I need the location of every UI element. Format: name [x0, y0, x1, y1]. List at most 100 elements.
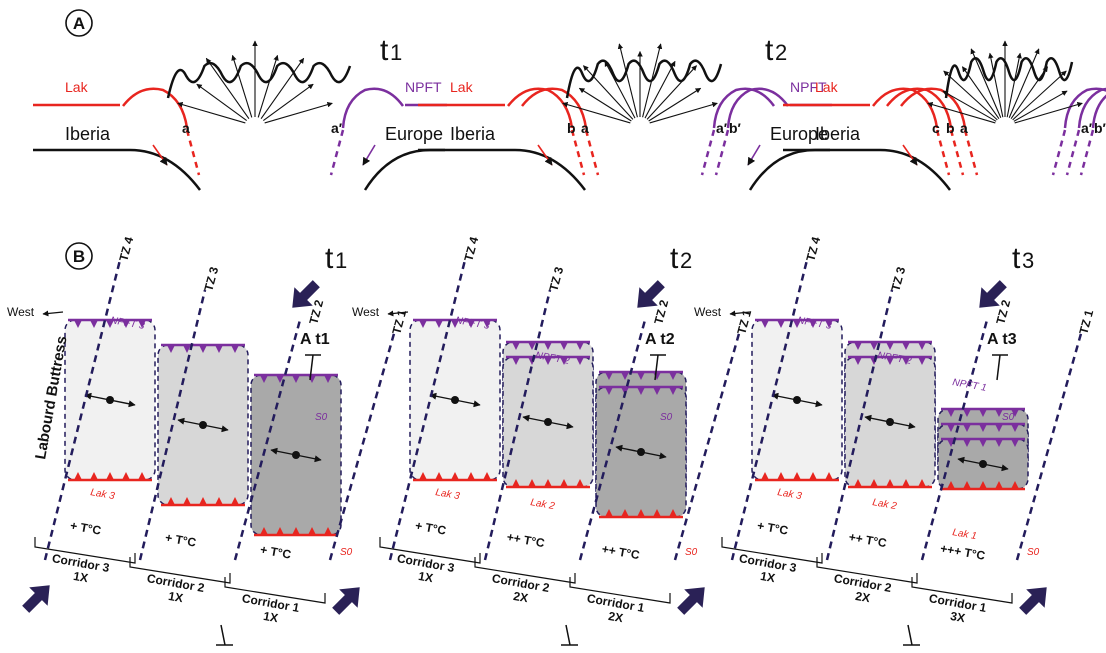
thrust-tooth [637, 509, 645, 517]
thrust-tooth [560, 357, 568, 365]
time-subscript: 2 [775, 40, 787, 65]
thrust-letter-left: b [946, 120, 955, 136]
thrust-tooth [512, 357, 520, 365]
transfer-zone-line [138, 289, 207, 561]
s0-bottom: S0 [1027, 547, 1040, 558]
transfer-zone-line [825, 289, 894, 561]
time-letter: t [765, 34, 774, 67]
arrow-shape [979, 280, 1007, 308]
npft-thrust-dashed [1079, 129, 1095, 176]
thrust-tooth [106, 320, 114, 328]
lak-thrust [521, 87, 588, 129]
tz-label: TZ 4 [461, 235, 481, 263]
exhumation-arrow [1012, 70, 1067, 121]
corridor-bracket [34, 537, 136, 564]
thrust-tooth [231, 497, 239, 505]
thrust-tooth [90, 472, 98, 480]
thrust-tooth [276, 375, 284, 383]
compression-arrow-top [292, 280, 320, 308]
exhumation-arrow [262, 83, 314, 121]
europe-label: Europe [770, 124, 828, 144]
transfer-zone-line [233, 319, 302, 561]
europe-label: Europe [385, 124, 443, 144]
thrust-letter-right: b′ [729, 120, 742, 136]
transfer-zone-line [328, 329, 397, 561]
thrust-tooth [435, 472, 443, 480]
west-label: West [694, 305, 722, 319]
lak-thrust-dashed [963, 129, 979, 176]
west-arrow [42, 310, 64, 317]
lak-slip-arrow [537, 144, 553, 166]
thrust-tooth [854, 357, 862, 365]
west-label: West [352, 305, 380, 319]
corridor-bracket [129, 557, 231, 584]
iberia-label: Iberia [65, 124, 111, 144]
time-letter: t [1012, 242, 1021, 275]
thrust-tooth [637, 387, 645, 395]
thrust-tooth [918, 479, 926, 487]
compression-arrow-top [979, 280, 1007, 308]
thrust-tooth [886, 357, 894, 365]
section-line-bottom [565, 624, 571, 646]
thrust-tooth [870, 479, 878, 487]
section-line-top [996, 354, 1001, 381]
lak-unit-label: Lak 3 [89, 487, 115, 502]
transfer-zone-line [388, 259, 467, 561]
thrust-tooth [122, 320, 130, 328]
thrust-tooth [979, 481, 987, 489]
thrust-letter-right: a′ [331, 120, 343, 136]
temperature-label: + T°C [414, 518, 447, 537]
section-line-top [309, 354, 314, 381]
thrust-tooth [292, 527, 300, 535]
thrust-tooth [669, 387, 677, 395]
tz-label: TZ 1 [389, 308, 409, 336]
arrow-shape [677, 587, 705, 615]
lak-thrust-dashed [935, 129, 951, 176]
exhumation-arrow [177, 102, 246, 124]
corridor-factor: 1X [72, 569, 89, 585]
corridor-factor: 1X [759, 569, 776, 585]
time-subscript: 3 [1022, 248, 1034, 273]
thrust-tooth [793, 320, 801, 328]
temperature-label: + T°C [756, 518, 789, 537]
arrow-shape [332, 587, 360, 615]
thrust-tooth [576, 479, 584, 487]
corridor-factor: 3X [949, 609, 966, 625]
thrust-tooth [512, 479, 520, 487]
time-letter: t [325, 242, 334, 275]
west-label: West [7, 305, 35, 319]
iberia-basement [783, 148, 951, 191]
exhumation-arrow [260, 57, 305, 119]
thrust-tooth [947, 424, 955, 432]
thrust-tooth [669, 509, 677, 517]
npft-thrust [1091, 94, 1106, 129]
npft-thrust-dashed [1065, 129, 1081, 176]
exhumation-arrow [583, 65, 634, 120]
tz-label: TZ 1 [1076, 308, 1096, 336]
temperature-label: + T°C [164, 530, 197, 549]
thrust-tooth [560, 479, 568, 487]
corridor-factor: 1X [417, 569, 434, 585]
lak-unit-label: Lak 3 [776, 487, 802, 502]
thrust-tooth [902, 342, 910, 350]
thrust-tooth [605, 509, 613, 517]
temperature-label: ++ T°C [601, 542, 641, 562]
thrust-tooth [605, 387, 613, 395]
exhumation-arrow [257, 54, 279, 118]
s0-top: S0 [1002, 412, 1015, 423]
lak-unit-label: Lak 3 [434, 487, 460, 502]
section-label-top: A t1 [300, 331, 330, 348]
lak-thrust [872, 87, 939, 129]
compression-arrow-bottom [677, 587, 705, 615]
thrust-tooth [324, 375, 332, 383]
lak-thrust [122, 87, 189, 129]
exhumation-arrow [1010, 66, 1049, 119]
npft-label: NPFT [405, 79, 442, 95]
npft-thrust-dashed [714, 129, 730, 176]
thrust-tooth [451, 320, 459, 328]
tz-label: TZ 1 [734, 308, 754, 336]
corridor-bracket [379, 537, 481, 564]
thrust-tooth [74, 320, 82, 328]
